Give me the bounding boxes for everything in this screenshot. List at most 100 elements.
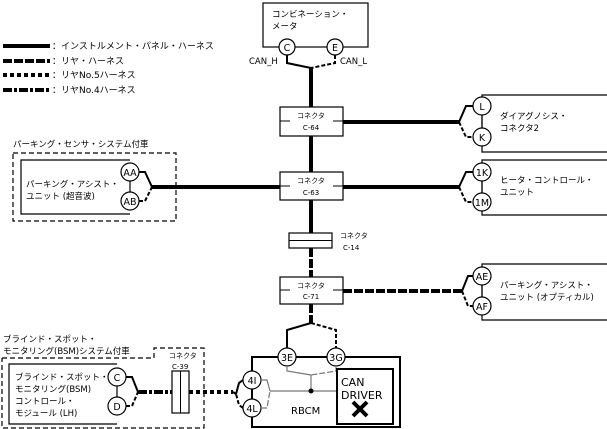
bsm-group-label-line1: ブラインド・スポット・ [3, 334, 97, 345]
sonar-name-line2: ユニット (超音波) [26, 191, 95, 202]
rbcm-label: RBCM [291, 406, 320, 417]
optical-unit-box [481, 263, 607, 321]
wire-heater-1m [458, 186, 473, 203]
junction-dot [308, 388, 314, 394]
heater-name-line1: ヒータ・コントロール・ [500, 176, 594, 186]
connector-c39-code: C-39 [172, 363, 188, 371]
internal-wire [261, 390, 271, 409]
heater-control-unit: 1K 1M ヒータ・コントロール・ ユニット [472, 159, 607, 216]
heater-pin-1m [472, 192, 492, 212]
connector-c39-label: コネクタ [169, 351, 197, 360]
bsm-name-line4: モジュール (LH) [15, 409, 77, 419]
connector-c71: コネクタ C-71 [279, 276, 344, 305]
sonar-name-line1: パーキング・アシスト・ [26, 179, 119, 190]
wire-rbcm-3e [286, 322, 312, 349]
legend-label: ：リヤNo.5ハーネス [52, 70, 136, 81]
diag-name-line1: ダイアグノシス・ [500, 111, 567, 122]
parking-sensor-group-label: パーキング・センサ・システム付車 [13, 139, 149, 150]
bsm-group-box [1, 347, 205, 429]
rbcm-pin-4i-label: 4I [248, 376, 257, 387]
rbcm: 3E 3G 4I 4L RBCM CAN DRIVER [242, 347, 401, 428]
connector-c64-label: コネクタ [297, 111, 325, 120]
connector-c71-code: C-71 [303, 293, 319, 301]
rbcm-pin-4l-label: 4L [246, 404, 258, 415]
connector-c14-label: コネクタ [340, 231, 368, 240]
legend-label: ：リヤ・ハーネス [52, 56, 124, 67]
wire-diag-l [458, 105, 473, 123]
x-mark-icon [351, 400, 369, 418]
connector-c71-label: コネクタ [297, 281, 325, 290]
connector-c63-code: C-63 [303, 189, 319, 197]
meter-pin-e-label: E [332, 43, 338, 54]
diag-pin-l-label: L [479, 102, 485, 113]
connector-c64: コネクタ C-64 [279, 106, 344, 137]
wire-bsm-c [126, 376, 139, 393]
connector-c14-code: C-14 [343, 244, 360, 252]
can-h-wire [286, 55, 312, 69]
diag-pin-k-label: K [479, 133, 486, 144]
optical-pin-ae [472, 266, 492, 286]
bsm-module-box [8, 363, 117, 425]
meter-title-line2: メータ [272, 22, 298, 32]
connector-c39: コネクタ C-39 [169, 351, 197, 414]
wire-rbcm-4i [235, 379, 244, 395]
diag-name-line2: コネクタ2 [500, 124, 539, 134]
heater-name-line2: ユニット [500, 188, 534, 198]
legend-label: ：インストルメント・パネル・ハーネス [52, 41, 214, 52]
meter-title-line1: コンビネーション・ [272, 10, 348, 20]
bsm-name-line1: ブラインド・スポット・ [15, 372, 109, 383]
optical-name-line1: パーキング・アシスト・ [500, 280, 593, 291]
wire-rbcm-3g [310, 322, 337, 349]
optical-pin-af-label: AF [476, 302, 488, 313]
bsm-pin-c-label: C [114, 373, 121, 384]
connector-c71-box [279, 276, 344, 305]
rbcm-pin-3e-label: 3E [281, 353, 293, 364]
sonar-unit-box [20, 159, 130, 215]
optical-pin-ae-label: AE [476, 272, 489, 283]
wire-rbcm-4l [235, 393, 244, 409]
can-driver-line2: DRIVER [341, 389, 383, 402]
diag-pin-k [472, 127, 492, 147]
can-l-wire [310, 55, 336, 69]
wire-diag-k [458, 121, 473, 138]
parking-sensor-group-box [12, 152, 177, 222]
wire-heater-1k [458, 171, 473, 188]
can-h-label: CAN_H [249, 57, 278, 67]
heater-pin-1m-label: 1M [475, 198, 489, 209]
bsm-group: ブラインド・スポット・ モニタリング(BSM)システム付車 C D ブラインド・… [1, 334, 205, 429]
meter-pin-c-label: C [284, 43, 291, 54]
bsm-name-line3: コントロール・ [15, 397, 75, 407]
connector-c64-code: C-64 [303, 124, 320, 132]
heater-pin-1k-label: 1K [476, 168, 489, 179]
sonar-pin-ab-label: AB [123, 197, 136, 208]
parking-sensor-group: パーキング・センサ・システム付車 AA AB パーキング・アシスト・ ユニット … [12, 139, 177, 222]
parking-assist-optical: AE AF パーキング・アシスト・ ユニット (オプティカル) [472, 263, 607, 321]
diagnosis-connector: L K ダイアグノシス・ コネクタ2 [472, 94, 607, 153]
wire-sonar-aa [139, 171, 153, 188]
rbcm-pin-3g-label: 3G [329, 353, 342, 364]
legend-label: ：リヤNo.4ハーネス [52, 85, 136, 96]
can-l-label: CAN_L [340, 57, 367, 67]
bsm-group-label-line2: モニタリング(BSM)システム付車 [3, 346, 130, 357]
wire-sonar-ab [139, 186, 153, 202]
combination-meter-box [262, 2, 369, 48]
connector-c63-box [279, 171, 344, 201]
wire-joint [232, 391, 237, 395]
optical-name-line2: ユニット (オプティカル) [500, 293, 594, 303]
internal-wire [261, 379, 271, 392]
optical-pin-af [472, 296, 492, 316]
bsm-name-line2: モニタリング(BSM) [15, 384, 91, 395]
internal-wire [286, 366, 312, 376]
can-driver-line1: CAN [341, 376, 364, 389]
connector-c14: コネクタ C-14 [288, 231, 368, 252]
heater-pin-1k [472, 162, 492, 182]
wire-bsm-d [126, 391, 139, 407]
diag-pin-l [472, 96, 492, 116]
sonar-pin-aa-label: AA [123, 168, 137, 179]
legend: ：インストルメント・パネル・ハーネス ：リヤ・ハーネス ：リヤNo.5ハーネス … [3, 41, 214, 96]
connector-c63: コネクタ C-63 [279, 171, 344, 201]
bsm-pin-d-label: D [113, 402, 120, 413]
combination-meter: コンビネーション・ メータ C E CAN_H CAN_L [249, 2, 369, 69]
connector-c63-label: コネクタ [297, 176, 325, 185]
